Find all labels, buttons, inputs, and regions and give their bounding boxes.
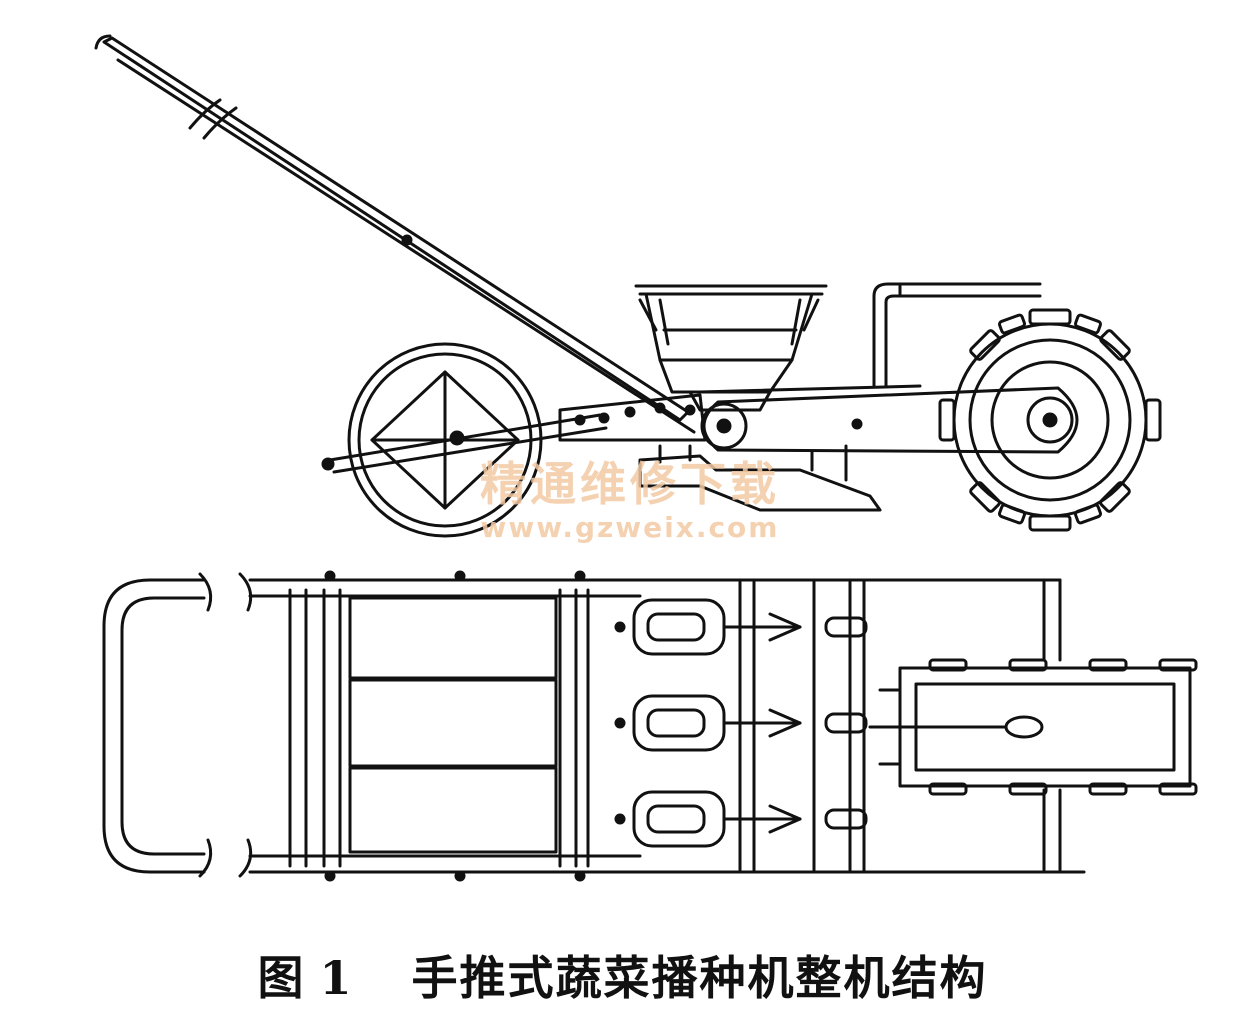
drive-wheel-top	[868, 658, 1198, 796]
press-wheel	[347, 342, 543, 538]
bolts	[324, 570, 626, 882]
seeder-drawing	[94, 34, 1198, 882]
figure-number: 图 1	[257, 951, 352, 1005]
side-view	[94, 34, 1162, 538]
hopper-compartments	[348, 596, 558, 854]
figure-title: 手推式蔬菜播种机整机结构	[411, 951, 988, 1005]
metering-units	[632, 578, 868, 874]
rear-frame	[872, 282, 1042, 388]
handle-loop	[102, 572, 253, 878]
top-view	[102, 570, 1198, 882]
chain-case	[698, 384, 1079, 454]
push-handle	[94, 34, 696, 434]
figure-caption: 图 1 手推式蔬菜播种机整机结构	[0, 945, 1245, 1005]
furrow-opener	[638, 444, 882, 512]
link-arm	[321, 393, 707, 474]
cross-members	[288, 588, 590, 868]
drive-wheel	[938, 308, 1162, 532]
